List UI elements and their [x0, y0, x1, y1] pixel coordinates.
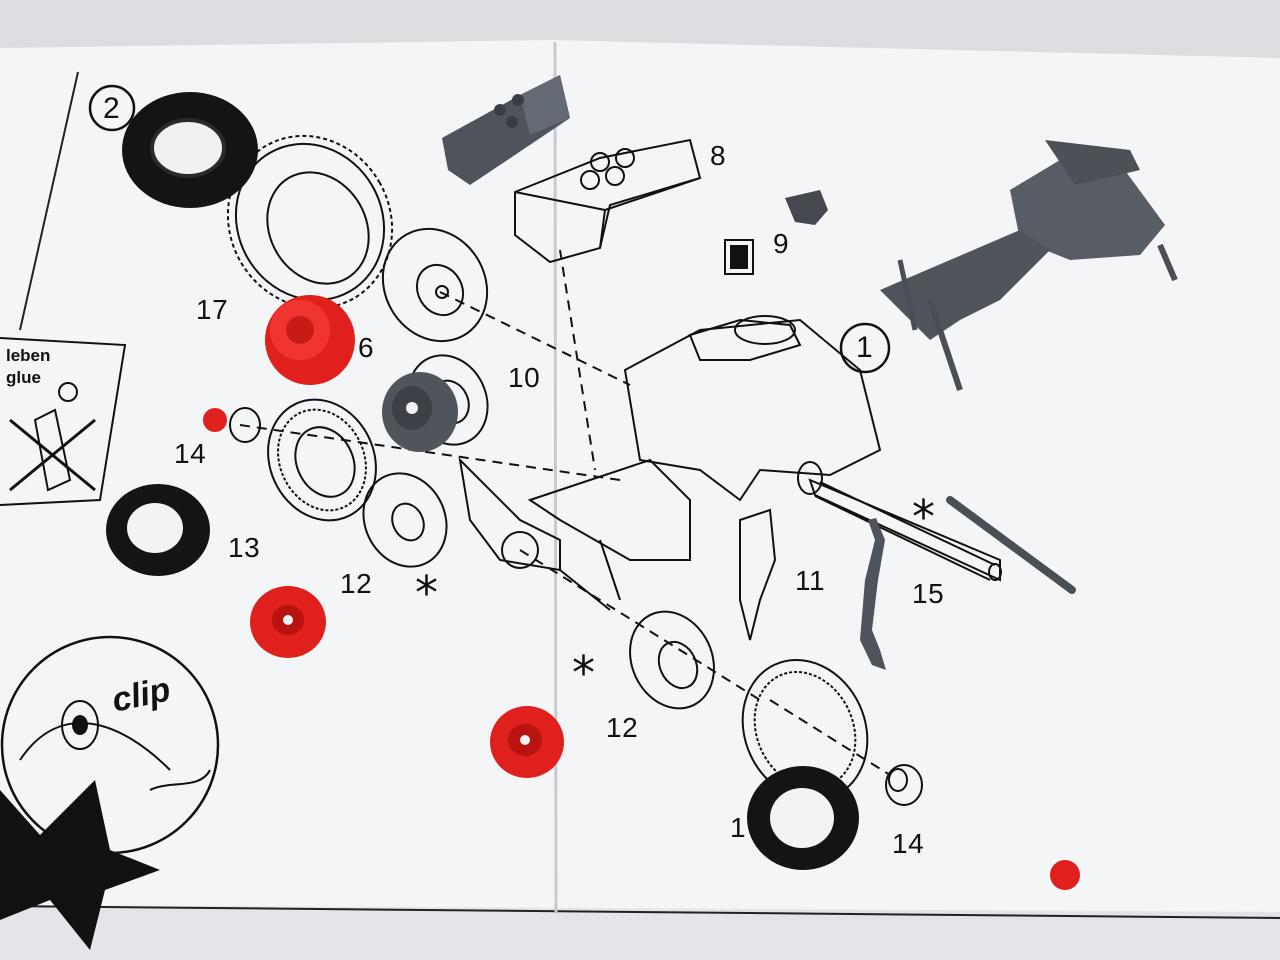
red-rim-12-bottom [490, 706, 564, 778]
grey-frame-assembly [880, 140, 1178, 391]
clip-panel [0, 635, 220, 950]
sheet-fold-crease [553, 41, 558, 913]
red-rim-6 [265, 295, 355, 385]
label-part-12-left: 12 [340, 568, 373, 599]
label-part-14-left: 14 [174, 438, 207, 469]
red-cap-14-right [1050, 860, 1080, 890]
grey-rod-part [946, 496, 1076, 594]
grey-battery-part [442, 75, 570, 185]
red-cap-14-left [203, 408, 227, 432]
drawn-part-9 [724, 239, 754, 275]
label-part-11: 11 [795, 565, 826, 596]
panel-divider-line [19, 71, 79, 331]
glue-label-en: glue [6, 368, 41, 387]
label-part-6: 6 [358, 332, 375, 363]
black-tire-13 [106, 484, 210, 576]
asterisk-mark-bottom: * [572, 646, 595, 700]
sheet-border-line [0, 905, 1280, 919]
drawn-tire-17 [226, 134, 394, 310]
step-1-circle [839, 322, 891, 374]
drawn-rim-12-left [362, 472, 448, 568]
label-part-10: 10 [508, 362, 541, 393]
drawn-part-8 [514, 138, 702, 264]
label-part-12-bottom: 12 [606, 712, 639, 743]
drawn-cap-14-left [229, 407, 261, 443]
grey-small-part-9 [785, 190, 828, 225]
drawn-cap-14-right [885, 764, 923, 806]
drawn-rim-17 [381, 227, 489, 343]
label-part-1-partial: 1 [730, 812, 747, 843]
black-tire-large [122, 92, 258, 208]
asterisk-mark-right: * [912, 490, 935, 544]
sheet-lower-fold [0, 905, 1280, 960]
label-part-8: 8 [710, 140, 727, 171]
step-2-number: 2 [103, 92, 121, 125]
assembly-guide-lines [239, 249, 891, 776]
no-glue-panel [0, 337, 127, 506]
drawn-tire-13 [267, 398, 377, 522]
grey-lever-part [860, 518, 886, 670]
black-tire-bottom [747, 766, 859, 870]
label-part-13: 13 [228, 532, 261, 563]
asterisk-mark-left: * [415, 566, 438, 620]
step-1-number: 1 [856, 331, 874, 364]
label-part-15: 15 [912, 578, 945, 609]
red-rim-12-left [250, 586, 326, 658]
step-2-circle [88, 84, 136, 132]
label-part-14-right: 14 [892, 828, 925, 859]
label-part-17: 17 [196, 294, 229, 325]
drawn-part-15 [814, 481, 1002, 581]
label-part-9: 9 [773, 228, 790, 259]
grey-wheel-10 [382, 372, 458, 452]
drawn-rim-12-bottom [629, 610, 715, 710]
glue-label-de: leben [6, 346, 51, 365]
drawn-tractor-frame [458, 315, 1001, 641]
